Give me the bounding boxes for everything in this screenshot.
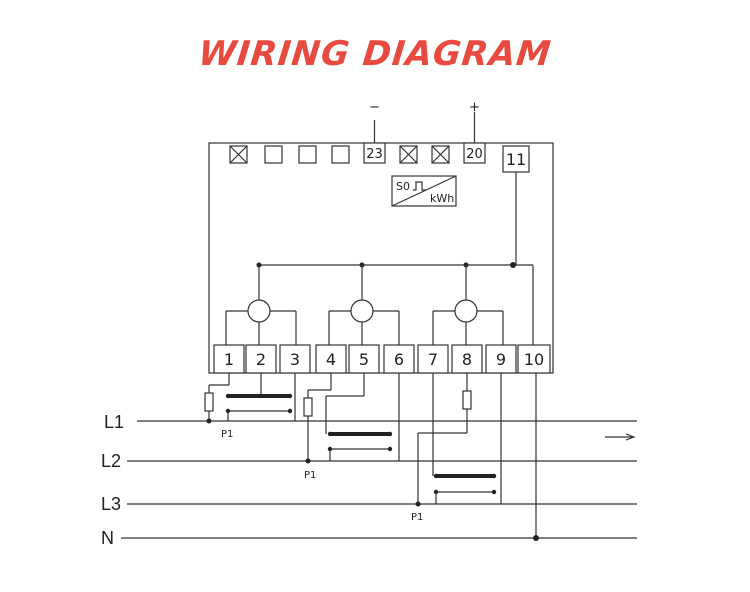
phase-2-wiring: P1 bbox=[303, 373, 400, 481]
p1-label-2: P1 bbox=[304, 470, 316, 481]
p1-label-1: P1 bbox=[221, 429, 233, 440]
s0-pulse-symbol: S0 kWh bbox=[391, 175, 457, 207]
terminal-9-label: 9 bbox=[496, 350, 506, 369]
fuse-2 bbox=[303, 397, 313, 417]
phase-3-wiring: P1 bbox=[411, 373, 502, 523]
terminal-23-label: 23 bbox=[366, 147, 383, 162]
terminal-2-label: 2 bbox=[256, 350, 266, 369]
terminal-10 bbox=[517, 344, 551, 374]
terminal-5 bbox=[348, 344, 380, 374]
plus-sign: + bbox=[469, 100, 480, 115]
kwh-label: kWh bbox=[430, 192, 454, 205]
terminal-8-label: 8 bbox=[462, 350, 472, 369]
label-l1: L1 bbox=[104, 412, 124, 432]
empty-terminal bbox=[264, 145, 283, 164]
terminal-7-label: 7 bbox=[428, 350, 438, 369]
pulse-icon bbox=[413, 181, 426, 191]
phase-2-coil bbox=[328, 265, 400, 345]
fuse-3 bbox=[462, 390, 472, 410]
terminal-10-label: 10 bbox=[524, 350, 544, 369]
top-terminal-row: 23 20 11 bbox=[229, 142, 530, 173]
label-l3: L3 bbox=[101, 494, 121, 514]
terminal-2 bbox=[245, 344, 277, 374]
phase-3-coil bbox=[432, 265, 504, 345]
terminal-9 bbox=[485, 344, 517, 374]
minus-sign: − bbox=[369, 100, 380, 115]
terminal-1-label: 1 bbox=[224, 350, 234, 369]
empty-terminal bbox=[298, 145, 317, 164]
s0-label: S0 bbox=[396, 180, 410, 193]
terminal-4 bbox=[315, 344, 347, 374]
supply-lines bbox=[121, 420, 637, 539]
label-l2: L2 bbox=[101, 451, 121, 471]
empty-terminal bbox=[331, 145, 350, 164]
terminal-6 bbox=[383, 344, 415, 374]
terminal-3-label: 3 bbox=[290, 350, 300, 369]
phase-1-wiring: P1 bbox=[204, 373, 296, 440]
terminal-7 bbox=[417, 344, 449, 374]
terminal-6-label: 6 bbox=[394, 350, 404, 369]
terminal-11-label: 11 bbox=[506, 150, 526, 169]
terminal-11 bbox=[502, 145, 530, 173]
phase-1-coil bbox=[225, 265, 297, 345]
meter-enclosure bbox=[208, 142, 554, 374]
p1-label-3: P1 bbox=[411, 512, 423, 523]
terminal-4-label: 4 bbox=[326, 350, 336, 369]
fuse-1 bbox=[204, 392, 214, 412]
terminal-1 bbox=[213, 344, 245, 374]
label-n: N bbox=[101, 528, 114, 548]
terminal-5-label: 5 bbox=[359, 350, 369, 369]
terminal-20-label: 20 bbox=[466, 147, 483, 162]
